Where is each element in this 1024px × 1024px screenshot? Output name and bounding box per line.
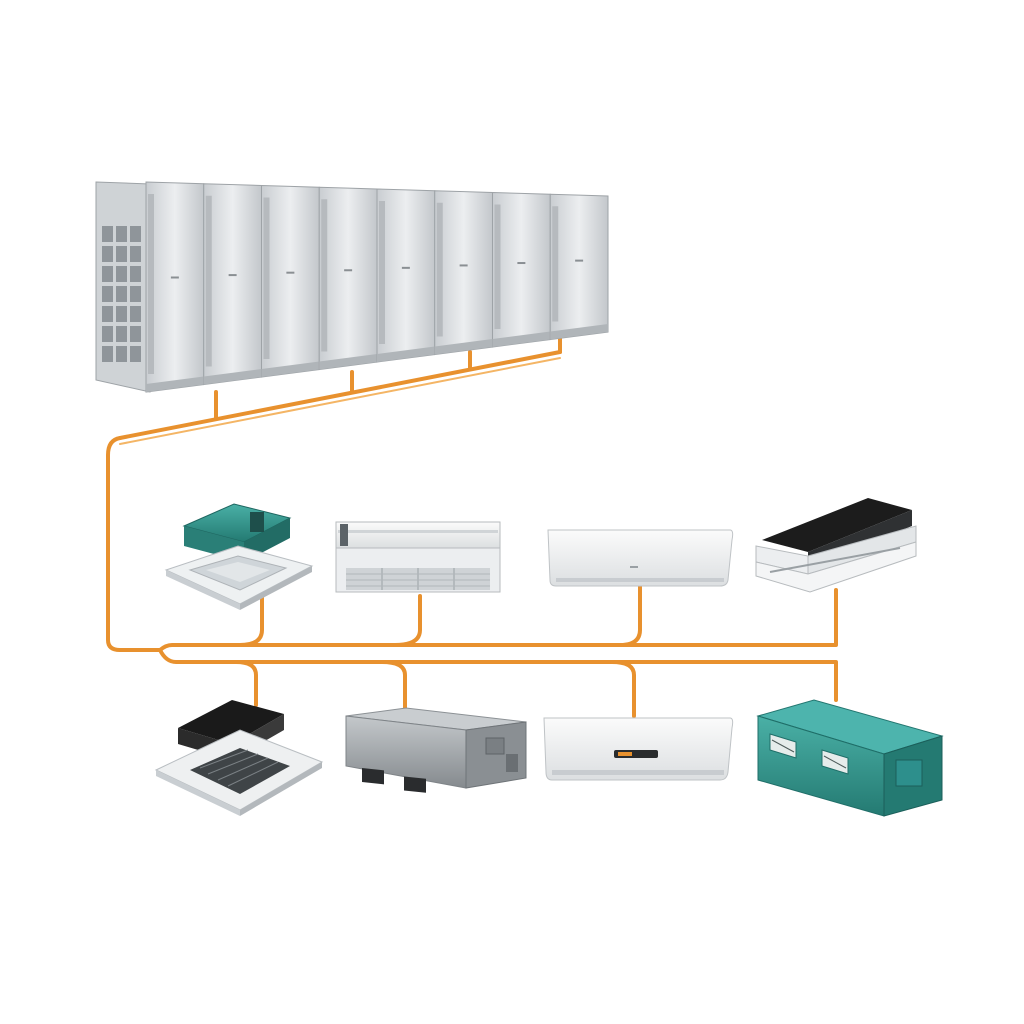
outdoor-header-pipe-2 [119, 357, 561, 445]
fan-grille-cell [130, 326, 141, 342]
outdoor-unit-face [434, 190, 493, 356]
outdoor-unit-seam [148, 194, 154, 374]
outdoor-unit-seam [205, 195, 212, 367]
outdoor-condensing-unit-icon [492, 191, 551, 348]
wall-split-unit-icon [547, 529, 734, 587]
outdoor-unit-logo [517, 262, 526, 265]
fan-grille-cell [116, 326, 127, 342]
indoor-unit-cassette-black [154, 700, 324, 816]
outdoor-unit-logo [344, 269, 353, 272]
branch-top-3 [618, 583, 642, 647]
indoor-unit-cassette-black-top [755, 498, 917, 593]
ducted-unit-icon [756, 699, 944, 817]
outdoor-condensing-unit-icon [261, 184, 320, 378]
outdoor-unit-face [261, 184, 320, 378]
fan-grille-cell [102, 306, 113, 322]
outdoor-condensing-unit-icon [549, 193, 609, 341]
ducted-unit-icon [345, 707, 527, 793]
outdoor-unit-logo [459, 264, 468, 267]
outdoor-unit-seam [321, 199, 328, 352]
fan-grille-cell [116, 226, 127, 242]
branch-bottom-2 [380, 660, 407, 714]
fan-grille-cell [116, 306, 127, 322]
outdoor-unit-base [434, 339, 493, 355]
outdoor-unit-seam [494, 204, 501, 329]
one-way-cassette-icon [755, 498, 917, 593]
outdoor-condensing-unit-icon [203, 183, 262, 386]
fan-grille-cell [130, 306, 141, 322]
indoor-unit-duct-teal [756, 699, 944, 817]
fan-grille-cell [130, 266, 141, 282]
outdoor-unit-base [377, 346, 435, 362]
branch-bottom-1 [234, 660, 258, 707]
indoor-unit-duct-grey [345, 707, 527, 793]
ceiling-cassette-icon [154, 700, 324, 816]
outdoor-condensing-unit-icon [145, 181, 205, 393]
outdoor-unit-bank [95, 181, 609, 393]
outdoor-unit-face [549, 193, 609, 341]
lower-trunk-pipe [158, 648, 838, 702]
outdoor-unit-base [146, 376, 204, 392]
outdoor-unit-logo [401, 266, 410, 269]
fan-grille-cell [130, 286, 141, 302]
fan-grille-cell [102, 246, 113, 262]
indoor-unit-ceiling-floor [335, 521, 501, 593]
outdoor-unit-logo [286, 271, 295, 274]
outdoor-unit-base [203, 369, 262, 385]
fan-grille-cell [102, 266, 113, 282]
fan-grille-cell [130, 246, 141, 262]
outdoor-unit-logo [228, 274, 237, 277]
outdoor-unit-seam [263, 197, 270, 359]
outdoor-unit-logo [170, 276, 179, 279]
outdoor-unit-base [319, 354, 377, 370]
fan-grille-cell [130, 346, 141, 362]
outdoor-unit-base [492, 331, 551, 347]
outdoor-unit-face [492, 191, 551, 348]
outdoor-unit-face [376, 188, 436, 363]
outdoor-unit-base [261, 361, 320, 377]
branch-top-1 [238, 596, 264, 647]
fan-grille-cell [102, 326, 113, 342]
wall-split-unit-icon [543, 717, 734, 781]
outdoor-unit-seam [436, 202, 443, 337]
fan-grille-cell [130, 226, 141, 242]
branch-top-2 [393, 594, 422, 647]
fan-grille-cell [102, 226, 113, 242]
main-riser-pipe [106, 436, 122, 652]
indoor-unit-wall-split-bottom [543, 717, 734, 781]
outdoor-unit-face [145, 181, 205, 393]
outdoor-unit-face [203, 183, 262, 386]
outdoor-unit-seam [379, 201, 385, 344]
fan-grille-cell [102, 286, 113, 302]
outdoor-condensing-unit-icon [434, 190, 493, 356]
fan-grille-cell [116, 246, 127, 262]
fan-grille-cell [116, 266, 127, 282]
outdoor-unit-seam [552, 206, 559, 322]
ceiling-floor-unit-icon [335, 521, 501, 593]
outdoor-header-pipe [118, 350, 562, 440]
outdoor-unit-logo [575, 259, 584, 262]
outdoor-unit-base [550, 324, 608, 340]
indoor-unit-wall-split-top [547, 529, 734, 587]
indoor-unit-cassette-teal [164, 503, 314, 610]
outdoor-unit-face [318, 186, 378, 371]
fan-grille-cell [116, 286, 127, 302]
ceiling-cassette-icon [164, 503, 314, 610]
outdoor-condensing-unit-icon [376, 188, 436, 363]
outdoor-condensing-unit-icon [318, 186, 378, 371]
fan-grille-cell [102, 346, 113, 362]
branch-bottom-3 [610, 660, 636, 718]
fan-grille-cell [116, 346, 127, 362]
